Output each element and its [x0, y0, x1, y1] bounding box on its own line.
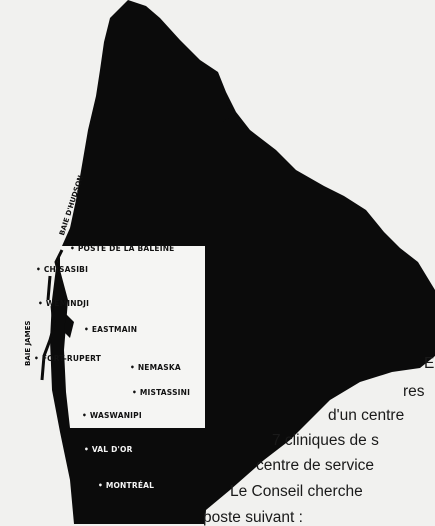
coast-notch	[214, 102, 232, 122]
text-line-5: centre de service	[256, 457, 375, 474]
text-line-2: res	[403, 383, 425, 400]
place-nemaska: • NEMASKA	[130, 363, 181, 372]
place-fort-rupert: • FORT-RUPERT	[34, 354, 102, 363]
text-line-4: 7 cliniques de s	[272, 432, 379, 449]
place-mistassini: • MISTASSINI	[132, 388, 191, 397]
james-bay-label: BAIE JAMES	[24, 320, 32, 366]
text-line-7: poste suivant :	[203, 509, 303, 526]
place-montreal: • MONTRÉAL	[98, 481, 155, 490]
place-eastmain: • EASTMAIN	[84, 325, 138, 334]
place-wemindji: • WEMINDJI	[38, 299, 90, 308]
island	[64, 314, 74, 338]
text-line-6: Le Conseil cherche	[230, 483, 363, 500]
place-waswanipi: • WASWANIPI	[82, 411, 142, 420]
place-poste-de-la-baleine: • POSTE DE LA BALEINE	[70, 244, 175, 253]
place-val-dor: • VAL D'OR	[84, 445, 133, 454]
place-chisasibi: • CHISASIBI	[36, 265, 89, 274]
coastline	[40, 249, 64, 381]
text-line-1: E	[424, 355, 435, 372]
region-box	[60, 246, 205, 428]
text-line-3: d'un centre	[328, 407, 405, 424]
